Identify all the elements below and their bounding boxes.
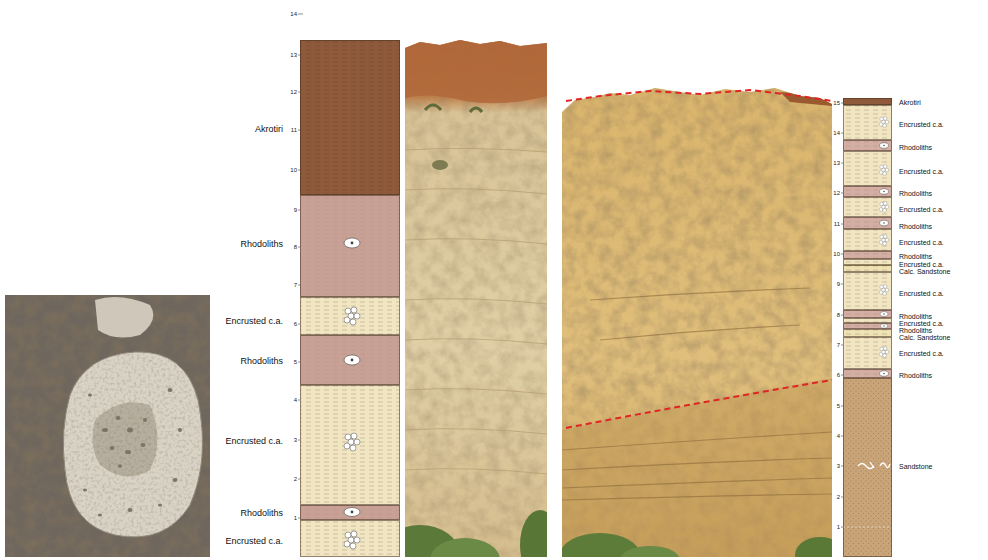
- scale-number: 7: [837, 342, 840, 348]
- rock-unit: Encrusted c.a.: [843, 229, 892, 251]
- rock-unit: Encrusted c.a.: [843, 337, 892, 369]
- rock-unit: Encrusted c.a.: [843, 151, 892, 186]
- rock-unit: Encrusted c.a.: [300, 520, 400, 557]
- scale-number: 5: [294, 359, 297, 365]
- rock-unit: Rhodoliths: [300, 195, 400, 297]
- scale-number: 6: [837, 372, 840, 378]
- unit-label: Encrusted c.a.: [899, 350, 944, 357]
- unit-label: Akrotiri: [899, 99, 921, 106]
- unit-label: Encrusted c.a.: [225, 437, 283, 446]
- unit-label: Encrusted c.a.: [225, 317, 283, 326]
- encrusted-symbol: [879, 117, 889, 358]
- log-column: [843, 98, 892, 557]
- rock-unit: Encrusted c.a.: [843, 197, 892, 217]
- unit-label: Calc. Sandstone: [899, 333, 950, 340]
- scale-number: 8: [837, 312, 840, 318]
- rock-unit: Rhodoliths: [843, 369, 892, 378]
- unit-label: Rhodoliths: [899, 372, 932, 379]
- scale-number: 11: [291, 127, 297, 133]
- scale-tick: [298, 14, 843, 527]
- scale-number: 6: [294, 321, 297, 327]
- unit-label: Encrusted c.a.: [899, 319, 944, 326]
- rock-unit: Encrusted c.a.: [843, 105, 892, 140]
- scale-number: 3: [837, 463, 840, 469]
- scale-number: 2: [837, 494, 840, 500]
- unit-label: Rhodoliths: [899, 312, 932, 319]
- rhodolith-symbol: [344, 238, 360, 517]
- scale-number: 14: [290, 11, 297, 17]
- rock-unit: Calc. Sandstone: [843, 265, 892, 272]
- unit-label: Encrusted c.a.: [899, 260, 944, 267]
- rock-unit: Rhodoliths: [843, 310, 892, 318]
- scale-number: 1: [294, 515, 297, 521]
- scale-number: 1: [837, 524, 840, 530]
- unit-label: Encrusted c.a.: [899, 121, 944, 128]
- rock-unit: Encrusted c.a.: [300, 297, 400, 335]
- unit-label: Rhodoliths: [240, 509, 283, 518]
- unit-label: Calc. Sandstone: [899, 268, 950, 275]
- bioturbation-symbol: [858, 462, 890, 469]
- scale-number: 11: [834, 221, 840, 227]
- scale-number: 9: [294, 207, 297, 213]
- unit-label: Akrotiri: [255, 125, 283, 134]
- unit-label: Encrusted c.a.: [899, 168, 944, 175]
- unit-label: Rhodoliths: [240, 240, 283, 249]
- scale-number: 2: [294, 476, 297, 482]
- rock-unit: Rhodoliths: [843, 140, 892, 151]
- rock-unit: Sandstone: [843, 378, 892, 557]
- rock-unit: Akrotiri: [300, 40, 400, 195]
- outcrop-photo: [380, 40, 560, 560]
- rhodolith-photo: [5, 295, 210, 557]
- rock-unit: Rhodoliths: [300, 505, 400, 520]
- log-column: [300, 40, 400, 557]
- scale-number: 9: [837, 281, 840, 287]
- unit-label: Rhodoliths: [899, 190, 932, 197]
- rock-unit: Rhodoliths: [843, 251, 892, 259]
- scale-number: 12: [290, 89, 297, 95]
- rock-unit: Rhodoliths: [843, 217, 892, 229]
- scale-number: 13: [833, 160, 840, 166]
- scale-number: 12: [833, 190, 840, 196]
- scale-number: 10: [833, 251, 840, 257]
- encrusted-symbol: [344, 307, 360, 549]
- scale-number: 4: [294, 397, 297, 403]
- unit-label: Rhodoliths: [899, 223, 932, 230]
- unit-label: Rhodoliths: [899, 144, 932, 151]
- scale-number: 13: [290, 52, 297, 58]
- unit-label: Encrusted c.a.: [899, 206, 944, 213]
- scale-number: 5: [837, 403, 840, 409]
- unit-label: Encrusted c.a.: [225, 537, 283, 546]
- unit-label: Encrusted c.a.: [899, 290, 944, 297]
- scale-number: 15: [833, 100, 840, 106]
- rock-unit: Calc. Sandstone: [843, 329, 892, 337]
- scale-number: 4: [837, 433, 840, 439]
- scale-number: 8: [294, 244, 297, 250]
- unit-label: Rhodoliths: [899, 253, 932, 260]
- unit-label: Rhodoliths: [240, 357, 283, 366]
- rock-unit: Rhodoliths: [843, 186, 892, 197]
- rock-unit: Akrotiri: [843, 98, 892, 105]
- scale-number: 14: [833, 130, 840, 136]
- cliff-photo: [560, 85, 845, 560]
- scale-number: 7: [294, 282, 297, 288]
- unit-label: Rhodoliths: [899, 326, 932, 333]
- scale-number: 3: [294, 437, 297, 443]
- rock-unit: Rhodoliths: [300, 335, 400, 385]
- unit-label: Sandstone: [899, 463, 932, 470]
- unit-label: Encrusted c.a.: [899, 239, 944, 246]
- rock-unit: Encrusted c.a.: [843, 272, 892, 310]
- scale-number: 10: [290, 167, 297, 173]
- rock-unit: Encrusted c.a.: [300, 385, 400, 505]
